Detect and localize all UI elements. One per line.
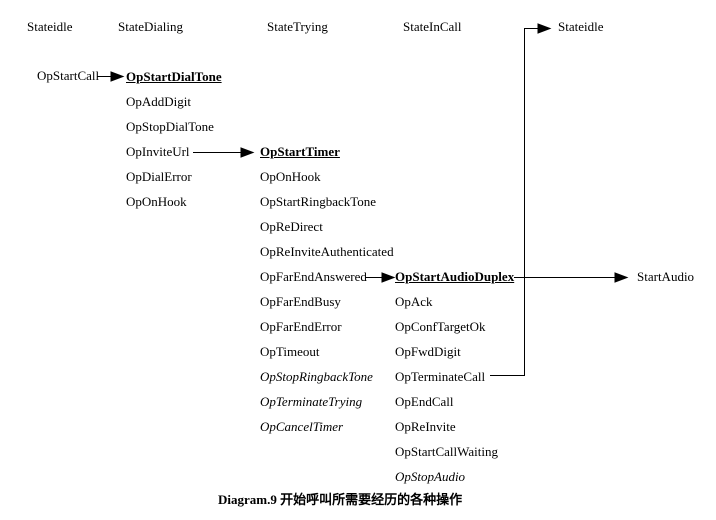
op-opstartcallwaiting: OpStartCallWaiting xyxy=(395,443,498,459)
arrow-opfarendanswered-head-icon xyxy=(381,272,396,283)
op-opinviteurl: OpInviteUrl xyxy=(126,143,190,159)
op-opfarendbusy: OpFarEndBusy xyxy=(260,293,341,309)
op-opconftargetok: OpConfTargetOk xyxy=(395,318,486,334)
op-opredirect: OpReDirect xyxy=(260,218,323,234)
op-opterminatecall: OpTerminateCall xyxy=(395,368,486,384)
op-opstopdialtone: OpStopDialTone xyxy=(126,118,214,134)
state-header-trying: StateTrying xyxy=(267,19,328,34)
state-header-incall: StateInCall xyxy=(403,19,462,34)
op-opreinvite: OpReInvite xyxy=(395,418,456,434)
op-opendcall: OpEndCall xyxy=(395,393,454,409)
op-oponhook: OpOnHook xyxy=(260,168,321,184)
op-opstartdialtone: OpStartDialTone xyxy=(126,68,222,84)
op-opstopringbacktone: OpStopRingbackTone xyxy=(260,368,373,384)
state-header-idle-left: Stateidle xyxy=(27,19,73,34)
op-opstopaudio: OpStopAudio xyxy=(395,468,466,484)
op-opstartaudioduplex: OpStartAudioDuplex xyxy=(395,268,515,284)
startaudio-label: StartAudio xyxy=(637,269,695,284)
op-opstartcall: OpStartCall xyxy=(37,68,100,83)
arrow-opstartcall-head-icon xyxy=(110,71,125,82)
state-header-idle-right: Stateidle xyxy=(558,19,604,34)
op-opstarttimer: OpStartTimer xyxy=(260,143,340,159)
op-opadddigit: OpAddDigit xyxy=(126,93,191,109)
arrow-startaudio-head-icon xyxy=(614,272,629,283)
op-opfarenderror: OpFarEndError xyxy=(260,318,342,334)
op-optimeout: OpTimeout xyxy=(260,343,320,359)
op-opfarendanswered: OpFarEndAnswered xyxy=(260,268,367,284)
op-opfwddigit: OpFwdDigit xyxy=(395,343,461,359)
op-oponhook: OpOnHook xyxy=(126,193,187,209)
arrow-opterminatecall-head-icon xyxy=(537,23,552,34)
op-opreinviteauthenticated: OpReInviteAuthenticated xyxy=(260,243,394,259)
arrow-opinviteurl-head-icon xyxy=(240,147,255,158)
op-opcanceltimer: OpCancelTimer xyxy=(260,418,344,434)
op-opstartringbacktone: OpStartRingbackTone xyxy=(260,193,377,209)
op-opack: OpAck xyxy=(395,293,433,309)
op-opterminatetrying: OpTerminateTrying xyxy=(260,393,363,409)
diagram-caption: Diagram.9 开始呼叫所需要经历的各种操作 xyxy=(218,492,463,507)
op-opdialerror: OpDialError xyxy=(126,168,192,184)
state-header-dialing: StateDialing xyxy=(118,19,183,34)
arrow-opterminatecall-line xyxy=(490,28,538,376)
